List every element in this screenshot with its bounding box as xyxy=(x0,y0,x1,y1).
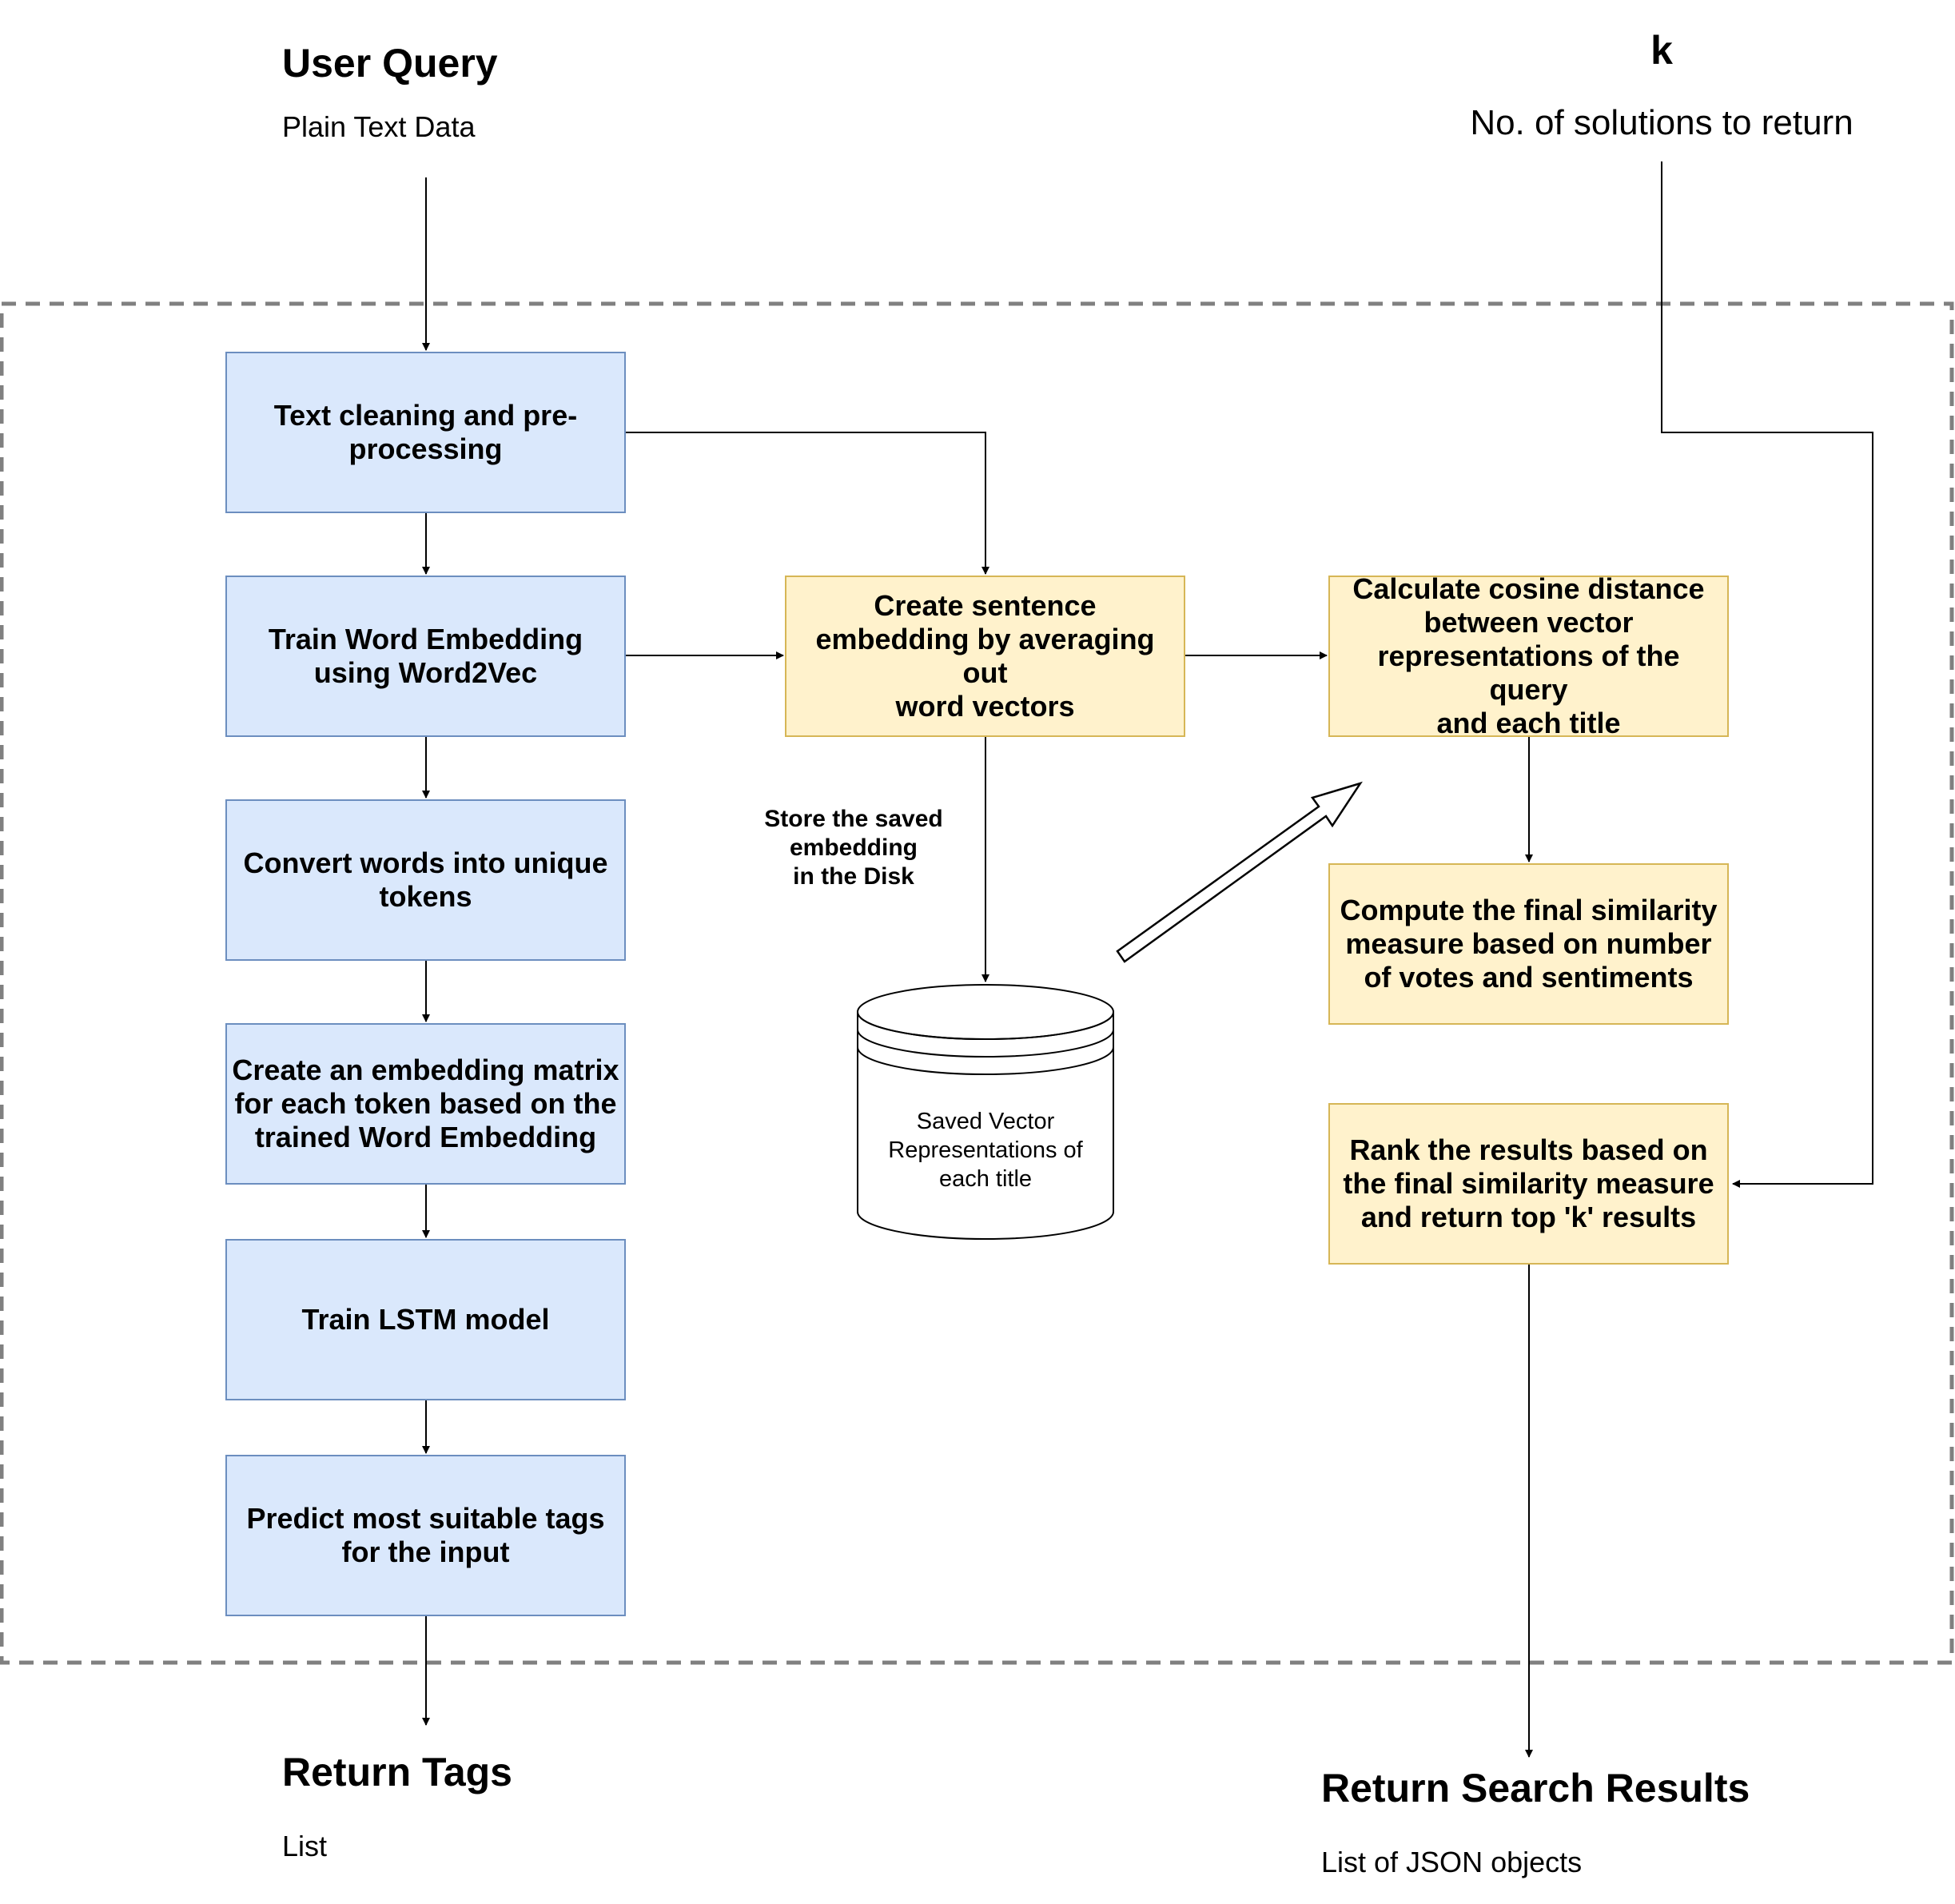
database-cylinder xyxy=(857,984,1114,1240)
convert-tokens-box: Convert words into unique tokens xyxy=(225,799,626,961)
k-title: k xyxy=(1650,28,1673,73)
train-word-embedding-box: Train Word Embedding using Word2Vec xyxy=(225,576,626,737)
cosine-distance-box: Calculate cosine distance between vector… xyxy=(1328,572,1729,739)
store-embedding-label: Store the saved embedding in the Disk xyxy=(764,806,943,890)
return-results-title: Return Search Results xyxy=(1321,1766,1750,1810)
block-arrow-db-to-cosine xyxy=(1116,781,1363,963)
text-cleaning-box: Text cleaning and pre- processing xyxy=(225,352,626,513)
train-lstm-box: Train LSTM model xyxy=(225,1239,626,1400)
edge-k-to-rank xyxy=(1661,161,1873,1188)
embedding-matrix-box: Create an embedding matrix for each toke… xyxy=(225,1023,626,1185)
k-subtitle: No. of solutions to return xyxy=(1470,103,1853,142)
predict-tags-box: Predict most suitable tags for the input xyxy=(225,1455,626,1616)
similarity-measure-box: Compute the final similarity measure bas… xyxy=(1328,863,1729,1025)
return-results-subtitle: List of JSON objects xyxy=(1321,1846,1583,1878)
rank-results-box: Rank the results based on the final simi… xyxy=(1328,1103,1729,1265)
return-tags-title: Return Tags xyxy=(282,1750,512,1794)
return-tags-subtitle: List xyxy=(282,1830,328,1862)
database-label: Saved Vector Representations of each tit… xyxy=(888,1109,1083,1192)
sentence-embedding-box: Create sentence embedding by averaging o… xyxy=(785,576,1185,737)
user-query-subtitle: Plain Text Data xyxy=(282,110,476,143)
edge-cleaning-to-sentence xyxy=(626,432,989,575)
user-query-title: User Query xyxy=(282,41,498,86)
